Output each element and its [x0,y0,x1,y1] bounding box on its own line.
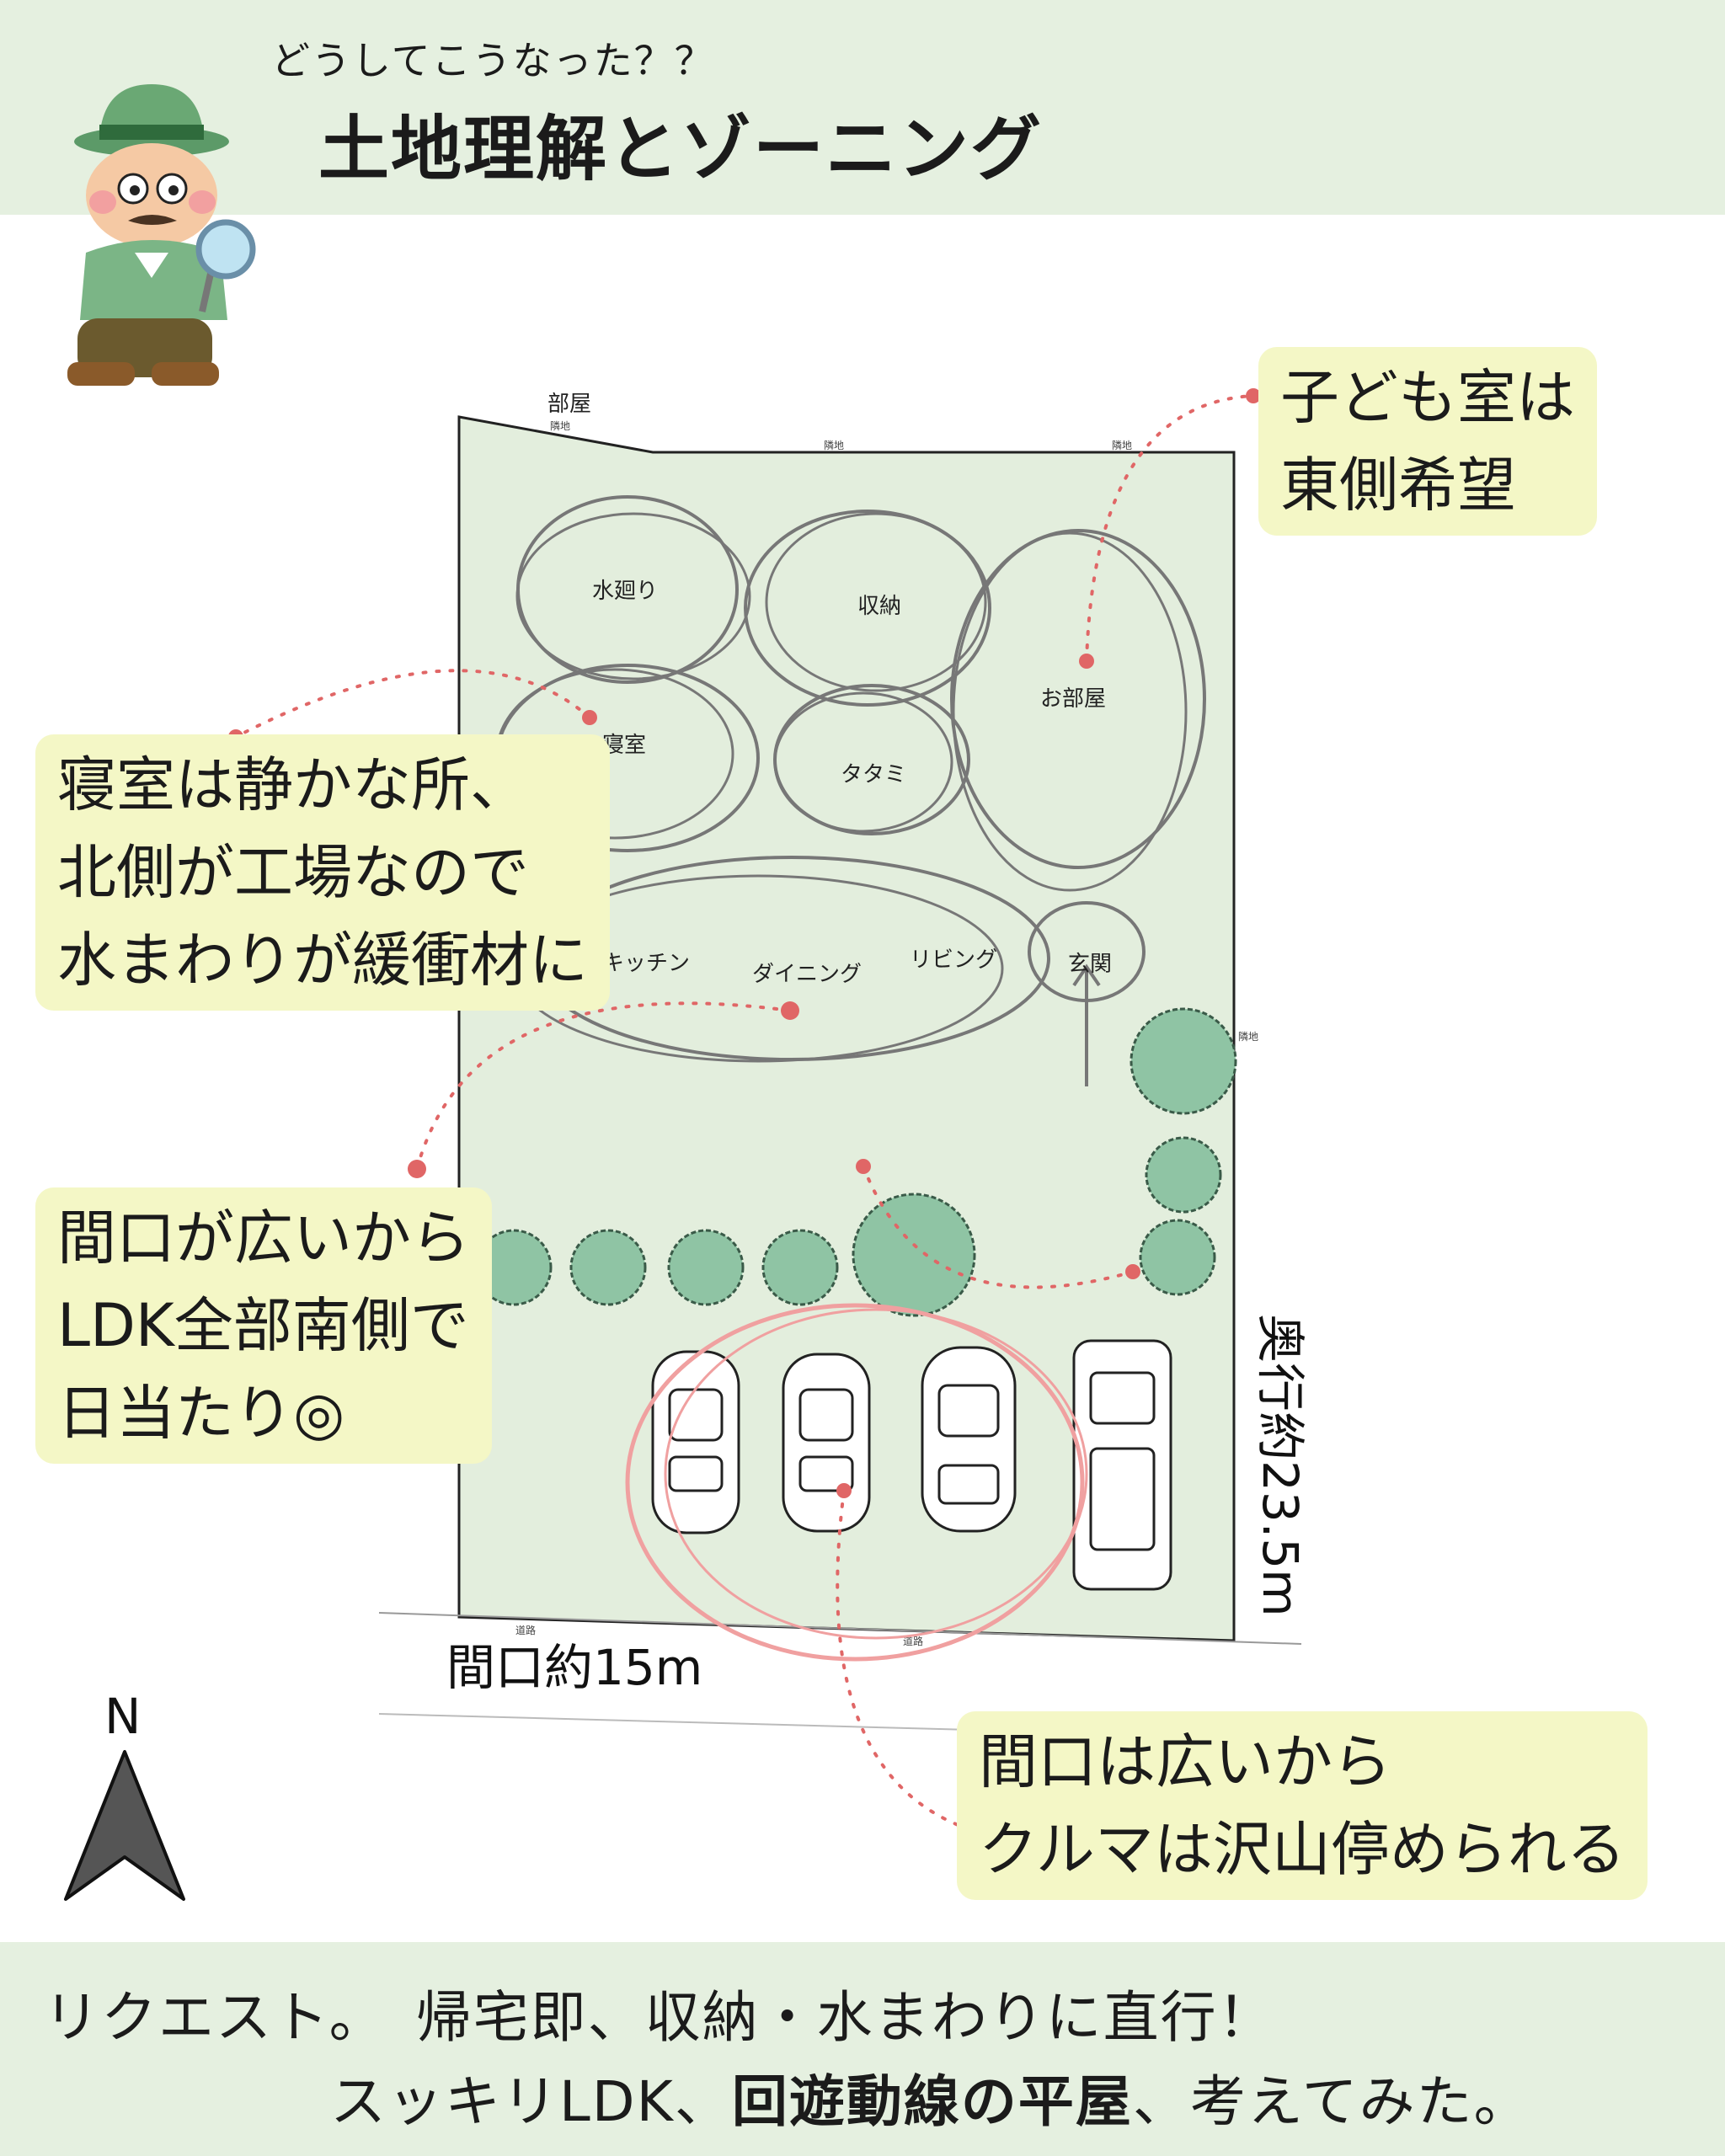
footer-band [0,1942,1725,2156]
edge-label-east: 隣地 [1238,1030,1258,1043]
room-dining: ダイニング [752,962,862,987]
edge-label-south-2: 道路 [903,1635,923,1647]
tree-icon [761,1229,839,1306]
frontage-dimension: 間口約15m [446,1639,702,1696]
top-label: 部屋 [547,392,591,417]
marker-dot [836,1483,852,1498]
tree-icon [1130,1007,1237,1115]
callout-ldk: 間口が広いから LDK全部南側で 日当たり◎ [35,1187,492,1464]
zone-storage [744,510,991,707]
room-kitchen: キッチン [602,951,690,976]
car-icon [1072,1339,1172,1591]
footer-summary: スッキリLDK、回遊動線の平屋、考えてみた。 [330,2069,1531,2134]
parking-circle [625,1303,1085,1662]
room-tatami: タタミ [841,762,906,787]
edge-label-north-1: 隣地 [550,419,570,432]
callout-bedroom: 寝室は静かな所、 北側が工場なので 水まわりが緩衝材に [35,734,610,1011]
edge-label-south-1: 道路 [515,1624,536,1636]
marker-dot [1125,1264,1140,1279]
north-arrow-icon [64,1750,185,1901]
marker-dot [408,1160,426,1178]
tree-icon [667,1229,745,1306]
car-icon [782,1353,871,1533]
footer-request: リクエスト。 帰宅即、収納・水まわりに直行！ [44,1985,1275,2050]
marker-dot [781,1001,799,1020]
room-living: リビング [910,947,997,973]
car-icon [651,1350,740,1534]
tree-icon [569,1229,647,1306]
zone-kids-room [950,529,1206,869]
marker-dot [1079,654,1094,669]
edge-label-north-3: 隣地 [1112,439,1132,451]
page-title: 土地理解とゾーニング [318,108,1044,190]
detective-mascot-icon [67,84,256,386]
north-label: N [104,1688,141,1745]
header-band [0,0,1725,215]
marker-dot [582,710,597,725]
room-water: 水廻り [592,579,658,604]
edge-label-north-2: 隣地 [824,439,844,451]
car-icon [921,1346,1017,1533]
marker-dot [856,1159,871,1174]
room-kids: お部屋 [1040,686,1106,712]
depth-dimension: 奥行約23.5m [1252,1314,1309,1617]
marker-dot [1246,388,1261,403]
subtitle: どうしてこうなった？？ [271,38,715,83]
callout-kids-room: 子ども室は 東側希望 [1258,347,1597,536]
callout-parking: 間口は広いから クルマは沢山停められる [957,1711,1648,1900]
tree-icon [1145,1136,1222,1214]
tree-icon [852,1193,976,1317]
room-storage: 収納 [857,594,901,619]
room-entrance: 玄関 [1068,952,1112,977]
tree-icon [1139,1219,1216,1296]
